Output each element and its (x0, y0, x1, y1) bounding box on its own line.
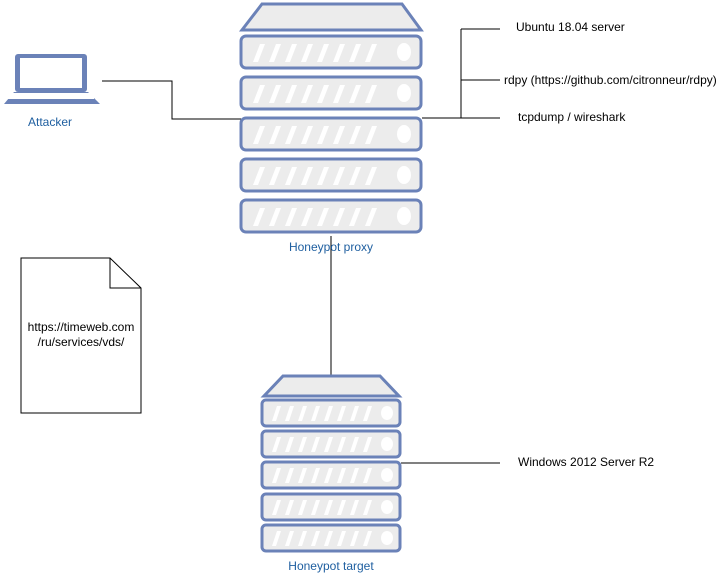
target-label: Honeypot target (288, 559, 374, 573)
target-server-node[interactable]: Honeypot target (260, 374, 403, 573)
proxy-annotations: Ubuntu 18.04 server rdpy (https://github… (504, 20, 717, 124)
note-line-2: /ru/services/vds/ (38, 335, 125, 349)
annotation-windows: Windows 2012 Server R2 (518, 455, 654, 469)
proxy-label: Honeypot proxy (289, 240, 373, 254)
annotation-capture: tcpdump / wireshark (518, 110, 626, 124)
proxy-server-node[interactable]: Honeypot proxy (238, 2, 424, 254)
connectors (102, 28, 500, 464)
laptop-icon (4, 54, 100, 104)
note-line-1: https://timeweb.com (28, 320, 135, 334)
attacker-label: Attacker (28, 115, 72, 129)
edge-attacker-proxy (102, 80, 241, 120)
attacker-node[interactable]: Attacker (4, 54, 100, 129)
annotation-rdpy: rdpy (https://github.com/citronneur/rdpy… (504, 73, 717, 87)
annotation-os: Ubuntu 18.04 server (516, 20, 625, 34)
server-icon (260, 374, 403, 553)
server-icon (238, 2, 424, 234)
note-document[interactable]: https://timeweb.com /ru/services/vds/ (20, 257, 142, 414)
target-annotations: Windows 2012 Server R2 (518, 455, 654, 469)
document-icon (20, 257, 142, 414)
